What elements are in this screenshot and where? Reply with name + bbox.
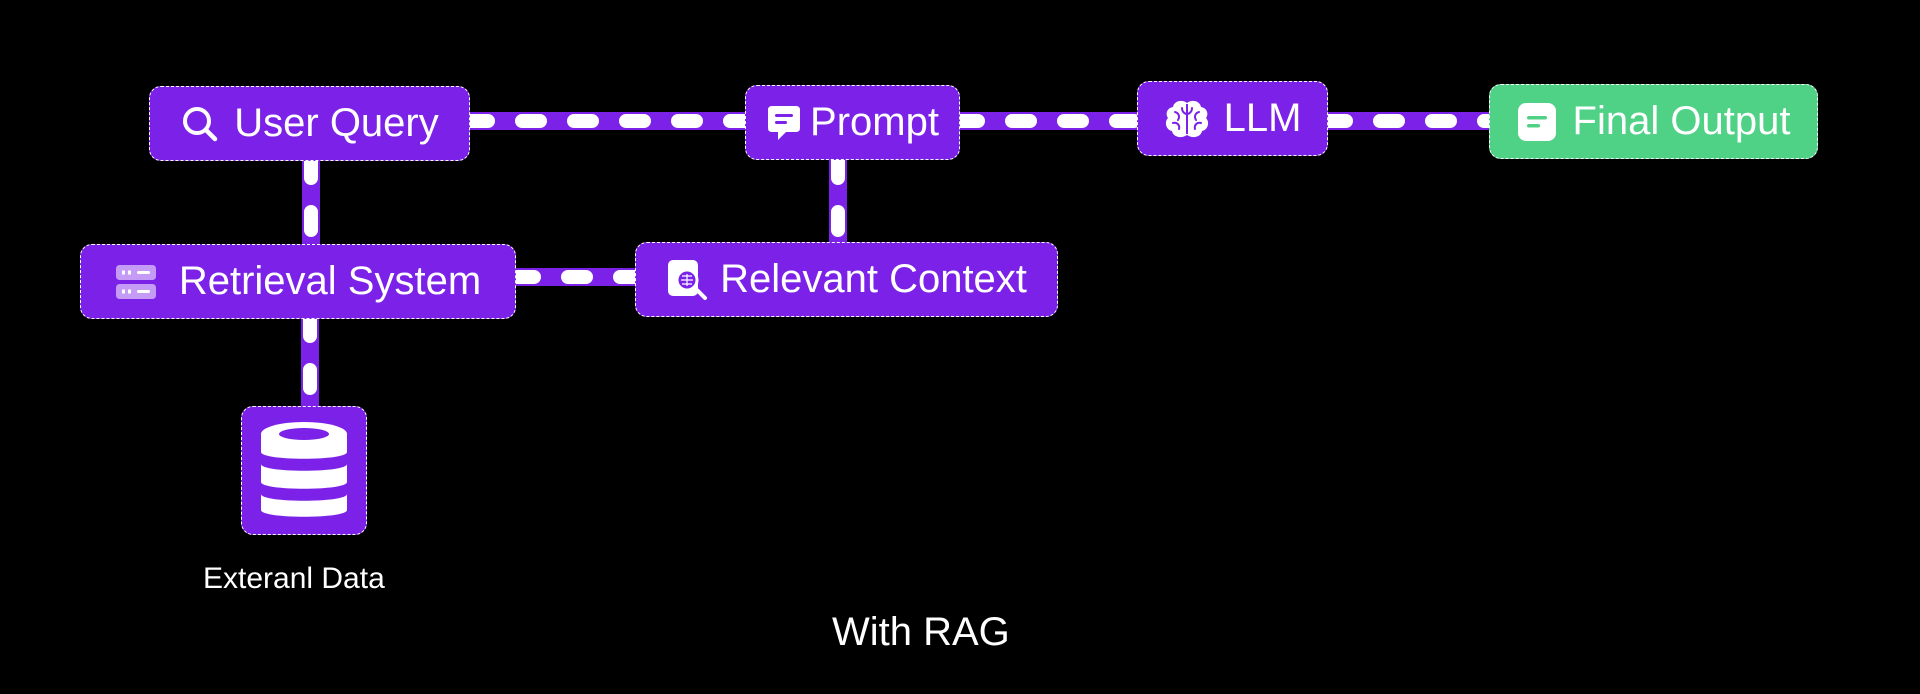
external-data-node[interactable]	[241, 406, 367, 535]
chat-bubble-icon	[766, 104, 802, 142]
brain-icon	[1164, 99, 1210, 139]
server-icon	[115, 263, 157, 301]
prompt-node[interactable]: Prompt	[745, 85, 960, 160]
database-icon	[259, 420, 349, 522]
final-output-label: Final Output	[1572, 99, 1791, 143]
llm-label: LLM	[1223, 96, 1302, 140]
relevant-context-node[interactable]: Relevant Context	[635, 242, 1058, 317]
llm-node[interactable]: LLM	[1137, 81, 1328, 156]
user-query-node[interactable]: User Query	[149, 86, 470, 161]
user-query-label: User Query	[234, 101, 439, 145]
final-output-node[interactable]: Final Output	[1489, 84, 1818, 159]
external-data-label: Exteranl Data	[203, 562, 385, 595]
retrieval-system-node[interactable]: Retrieval System	[80, 244, 516, 319]
relevant-context-label: Relevant Context	[720, 257, 1027, 301]
document-icon	[1517, 102, 1557, 142]
document-search-icon	[666, 258, 710, 302]
retrieval-system-label: Retrieval System	[178, 259, 482, 303]
search-icon	[180, 104, 220, 144]
diagram-caption: With RAG	[832, 610, 1010, 654]
prompt-label: Prompt	[810, 100, 939, 144]
